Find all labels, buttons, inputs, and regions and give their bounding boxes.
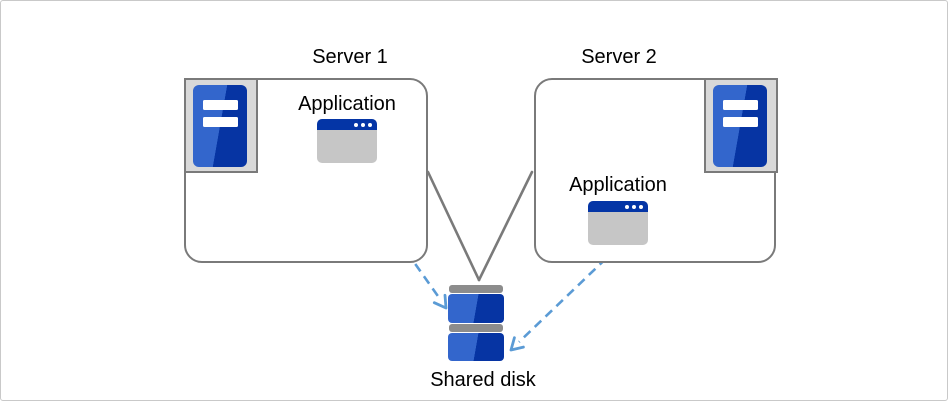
application2-window-icon	[588, 201, 648, 245]
server-drive-slot-icon	[723, 100, 758, 110]
server2-tower-icon	[704, 78, 778, 173]
server2-to-disk-line	[477, 170, 534, 282]
titlebar-dot-icon	[368, 122, 372, 127]
application1-window-icon	[317, 119, 377, 163]
titlebar-dot-icon	[354, 122, 358, 127]
server1-label: Server 1	[312, 46, 388, 68]
server1-application-label: Application	[298, 93, 396, 115]
server-drive-slot-icon	[203, 100, 238, 110]
app1-arrowhead-icon	[432, 293, 448, 310]
shared-disk-label: Shared disk	[430, 369, 536, 391]
server-tower-body-icon	[713, 85, 767, 167]
server-drive-slot-icon	[203, 117, 238, 127]
disk-body-icon	[448, 333, 504, 361]
titlebar-dot-icon	[625, 204, 629, 209]
disk-top-bar-icon	[449, 285, 503, 293]
titlebar-dot-icon	[632, 204, 636, 209]
server2-application-label: Application	[569, 174, 667, 196]
window-titlebar-icon	[317, 119, 377, 130]
server2-label: Server 2	[581, 46, 657, 68]
server1-to-disk-line	[426, 170, 481, 282]
app2-arrowhead-icon	[509, 336, 525, 352]
disk-top-bar-icon	[449, 324, 503, 332]
server-drive-slot-icon	[723, 117, 758, 127]
titlebar-dot-icon	[639, 204, 643, 209]
window-titlebar-icon	[588, 201, 648, 212]
disk-body-icon	[448, 294, 504, 323]
server-tower-body-icon	[193, 85, 247, 167]
titlebar-dot-icon	[361, 122, 365, 127]
server1-tower-icon	[184, 78, 258, 173]
